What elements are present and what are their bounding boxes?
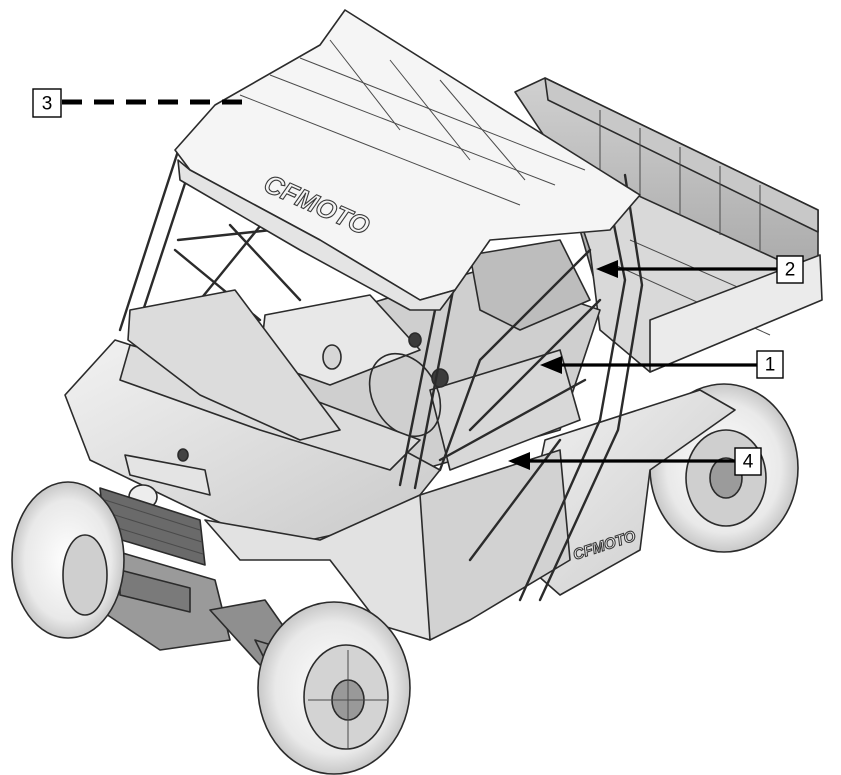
svg-text:2: 2 [785,260,796,281]
svg-text:3: 3 [42,94,53,115]
callout-1-leader [540,356,757,374]
callout-4-leader [508,452,735,470]
front-right-wheel [257,601,411,775]
dash-panel [127,289,341,441]
callout-2-leader [596,260,777,278]
callout-2-label: 2 [776,255,804,284]
svg-text:4: 4 [743,452,754,473]
utv-vehicle: CFMOTO [11,9,823,775]
roof: CFMOTO [174,9,641,311]
callout-3-label: 3 [32,88,62,118]
front-left-wheel [11,481,125,639]
svg-text:1: 1 [765,355,776,376]
callout-1-label: 1 [756,350,784,379]
callout-4-label: 4 [734,447,762,476]
